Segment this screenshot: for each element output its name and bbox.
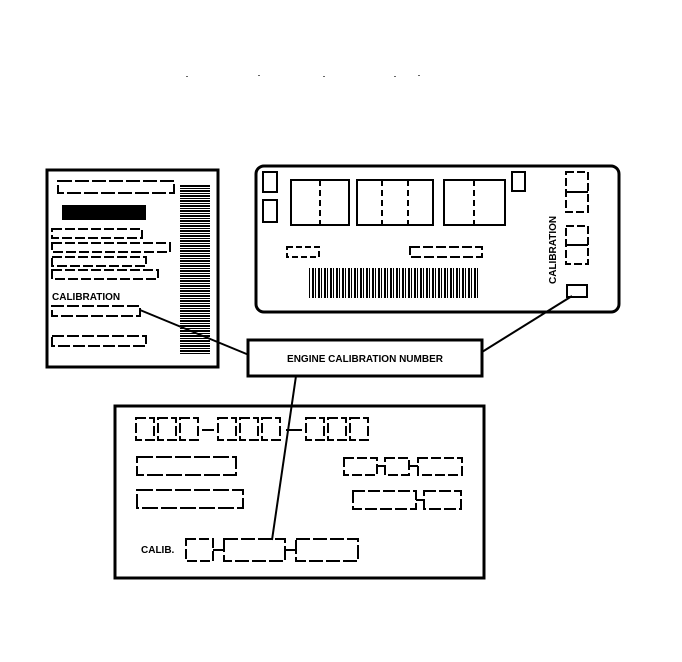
bottom-calib-box-1 — [185, 538, 214, 562]
leader-lines — [139, 295, 573, 541]
right-barcode — [308, 268, 480, 298]
left-header-field — [57, 180, 175, 194]
left-calibration-label: CALIBRATION — [52, 292, 120, 303]
right-code-box-2 — [356, 179, 434, 226]
right-calibration-label: CALIBRATION — [548, 216, 559, 284]
right-calibration-field — [566, 284, 588, 298]
left-black-bar — [62, 205, 146, 220]
bottom-right-field-2b — [423, 490, 462, 510]
scan-specks — [186, 75, 420, 77]
left-emission-label: CALIBRATION — [45, 168, 220, 369]
bottom-code-row — [135, 417, 369, 441]
bottom-left-field-2 — [136, 489, 244, 509]
left-field-2 — [51, 242, 171, 253]
right-vin-label: CALIBRATION — [254, 164, 621, 314]
right-small-box-1 — [262, 171, 278, 193]
left-barcode — [180, 185, 210, 355]
right-small-box-3 — [511, 171, 526, 192]
engine-calibration-callout: ENGINE CALIBRATION NUMBER — [246, 338, 484, 378]
callout-label: ENGINE CALIBRATION NUMBER — [287, 354, 444, 365]
left-bottom-field — [51, 335, 147, 347]
left-field-3 — [51, 256, 147, 267]
right-field-left — [286, 246, 320, 258]
left-field-1 — [51, 228, 143, 239]
bottom-engine-label: CALIB. — [113, 404, 486, 580]
bottom-calib-label: CALIB. — [141, 545, 175, 556]
bottom-left-field-1 — [136, 456, 237, 476]
bottom-calib-box-3 — [295, 538, 359, 562]
bottom-right-field-1c — [417, 457, 463, 476]
left-field-4 — [51, 269, 159, 280]
right-field-middle — [409, 246, 483, 258]
right-small-box-2 — [262, 199, 278, 223]
